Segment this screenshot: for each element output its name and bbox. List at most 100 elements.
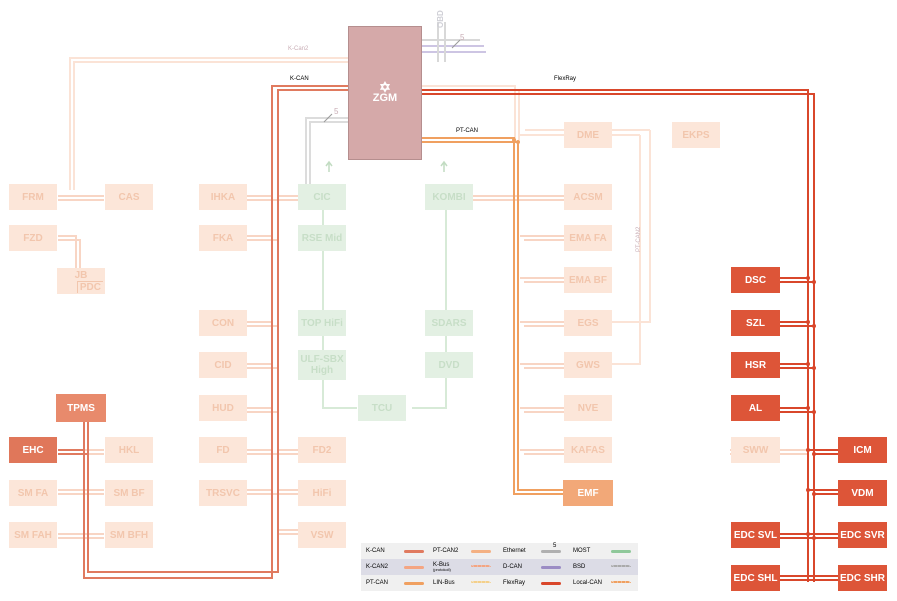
module-edc-shr[interactable]: EDC SHR (838, 565, 887, 591)
module-dme[interactable]: DME (564, 122, 612, 148)
module-kafas[interactable]: KAFAS (564, 437, 612, 463)
ethernet-slash-left (323, 113, 333, 123)
module-al[interactable]: AL (731, 395, 780, 421)
legend-item: PT-CAN (366, 575, 424, 591)
module-tcu[interactable]: TCU (358, 395, 406, 421)
module-sww[interactable]: SWW (731, 437, 780, 463)
legend-row: PT-CAN LIN-Bus FlexRay Local-CAN (361, 575, 638, 591)
legend-item: Ethernet 5 (503, 543, 561, 559)
legend-label: K-CAN (366, 548, 385, 554)
module-sm-bfh[interactable]: SM BFH (105, 522, 153, 548)
module-cid[interactable]: CID (199, 352, 247, 378)
module-cas[interactable]: CAS (105, 184, 153, 210)
legend-swatch (404, 582, 424, 585)
legend-item: LIN-Bus (433, 575, 491, 591)
legend-label: K-Bus(protokoll) (433, 562, 475, 572)
legend-label: MOST (573, 548, 591, 554)
module-edc-svr[interactable]: EDC SVR (838, 522, 887, 548)
legend-label: D-CAN (503, 564, 522, 570)
legend-item: Local-CAN (573, 575, 631, 591)
pt-can-label: PT-CAN (456, 128, 479, 134)
module-ema-bf[interactable]: EMA BF (564, 267, 612, 293)
pt-can-junction (512, 138, 520, 144)
legend-swatch (471, 581, 491, 583)
module-trsvc[interactable]: TRSVC (199, 480, 247, 506)
k-can2-label: K-Can2 (288, 46, 309, 52)
module-frm[interactable]: FRM (9, 184, 57, 210)
legend-item: D-CAN (503, 559, 561, 575)
zgm-label: ZGM (372, 92, 398, 104)
legend-label: Ethernet (503, 548, 526, 554)
ethernet-count-top: 5 (460, 33, 465, 42)
legend-swatch (404, 566, 424, 569)
k-can-label: K-CAN (290, 76, 309, 82)
module-kombi[interactable]: KOMBI (425, 184, 473, 210)
k-can2-bus (69, 57, 348, 190)
module-dvd[interactable]: DVD (425, 352, 473, 378)
zgm-gateway[interactable]: ✡ ZGM (348, 26, 422, 160)
module-nve[interactable]: NVE (564, 395, 612, 421)
module-cic[interactable]: CIC (298, 184, 346, 210)
module-icm[interactable]: ICM (838, 437, 887, 463)
module-emf[interactable]: EMF (563, 480, 613, 506)
legend-item: BSD (573, 559, 631, 575)
legend-swatch (541, 582, 561, 585)
module-ema-fa[interactable]: EMA FA (564, 225, 612, 251)
legend-label: PT-CAN2 (433, 548, 459, 554)
flexray-bus (422, 89, 838, 582)
module-fzd[interactable]: FZD (9, 225, 57, 251)
module-hkl[interactable]: HKL (105, 437, 153, 463)
module-hifi[interactable]: HiFi (298, 480, 346, 506)
module-sdars[interactable]: SDARS (425, 310, 473, 336)
most-ring (322, 196, 447, 409)
legend-item: PT-CAN2 (433, 543, 491, 559)
module-con[interactable]: CON (199, 310, 247, 336)
module-vdm[interactable]: VDM (838, 480, 887, 506)
module-ekps[interactable]: EKPS (672, 122, 720, 148)
module-ulf-sbx-high[interactable]: ULF-SBX High (298, 350, 346, 380)
module-gws[interactable]: GWS (564, 352, 612, 378)
legend-swatch (404, 550, 424, 553)
module-dsc[interactable]: DSC (731, 267, 780, 293)
legend-swatch (541, 550, 561, 553)
module-fd2[interactable]: FD2 (298, 437, 346, 463)
module-vsw[interactable]: VSW (298, 522, 346, 548)
legend-label: LIN-Bus (433, 580, 455, 586)
legend-label: Local-CAN (573, 580, 603, 586)
most-arrow-cic (325, 160, 333, 172)
pdc-label: PDC (76, 280, 103, 293)
legend-label: FlexRay (503, 580, 526, 586)
module-sm-fa[interactable]: SM FA (9, 480, 57, 506)
module-sm-fah[interactable]: SM FAH (9, 522, 57, 548)
ethernet-cic (305, 117, 348, 185)
module-ihka[interactable]: IHKA (199, 184, 247, 210)
pt-can2-label: PT-CAN2 (636, 226, 642, 252)
legend-swatch (611, 550, 631, 553)
module-top-hifi[interactable]: TOP HiFi (298, 310, 346, 336)
legend-count: 5 (553, 543, 557, 549)
ethernet-slash-top (451, 39, 461, 49)
bus-junctions (806, 276, 816, 540)
module-hud[interactable]: HUD (199, 395, 247, 421)
module-sm-bf[interactable]: SM BF (105, 480, 153, 506)
module-szl[interactable]: SZL (731, 310, 780, 336)
module-jb[interactable]: JB PDC (57, 268, 105, 294)
legend-item: MOST (573, 543, 631, 559)
module-rse-mid[interactable]: RSE Mid (298, 225, 346, 251)
module-egs[interactable]: EGS (564, 310, 612, 336)
module-edc-shl[interactable]: EDC SHL (731, 565, 780, 591)
module-fka[interactable]: FKA (199, 225, 247, 251)
module-acsm[interactable]: ACSM (564, 184, 612, 210)
module-hsr[interactable]: HSR (731, 352, 780, 378)
legend-swatch (541, 566, 561, 569)
module-edc-svl[interactable]: EDC SVL (731, 522, 780, 548)
module-ehc[interactable]: EHC (9, 437, 57, 463)
module-tpms[interactable]: TPMS (56, 394, 106, 422)
legend-label: BSD (573, 564, 586, 570)
module-fd[interactable]: FD (199, 437, 247, 463)
legend-label: PT-CAN (366, 580, 389, 586)
